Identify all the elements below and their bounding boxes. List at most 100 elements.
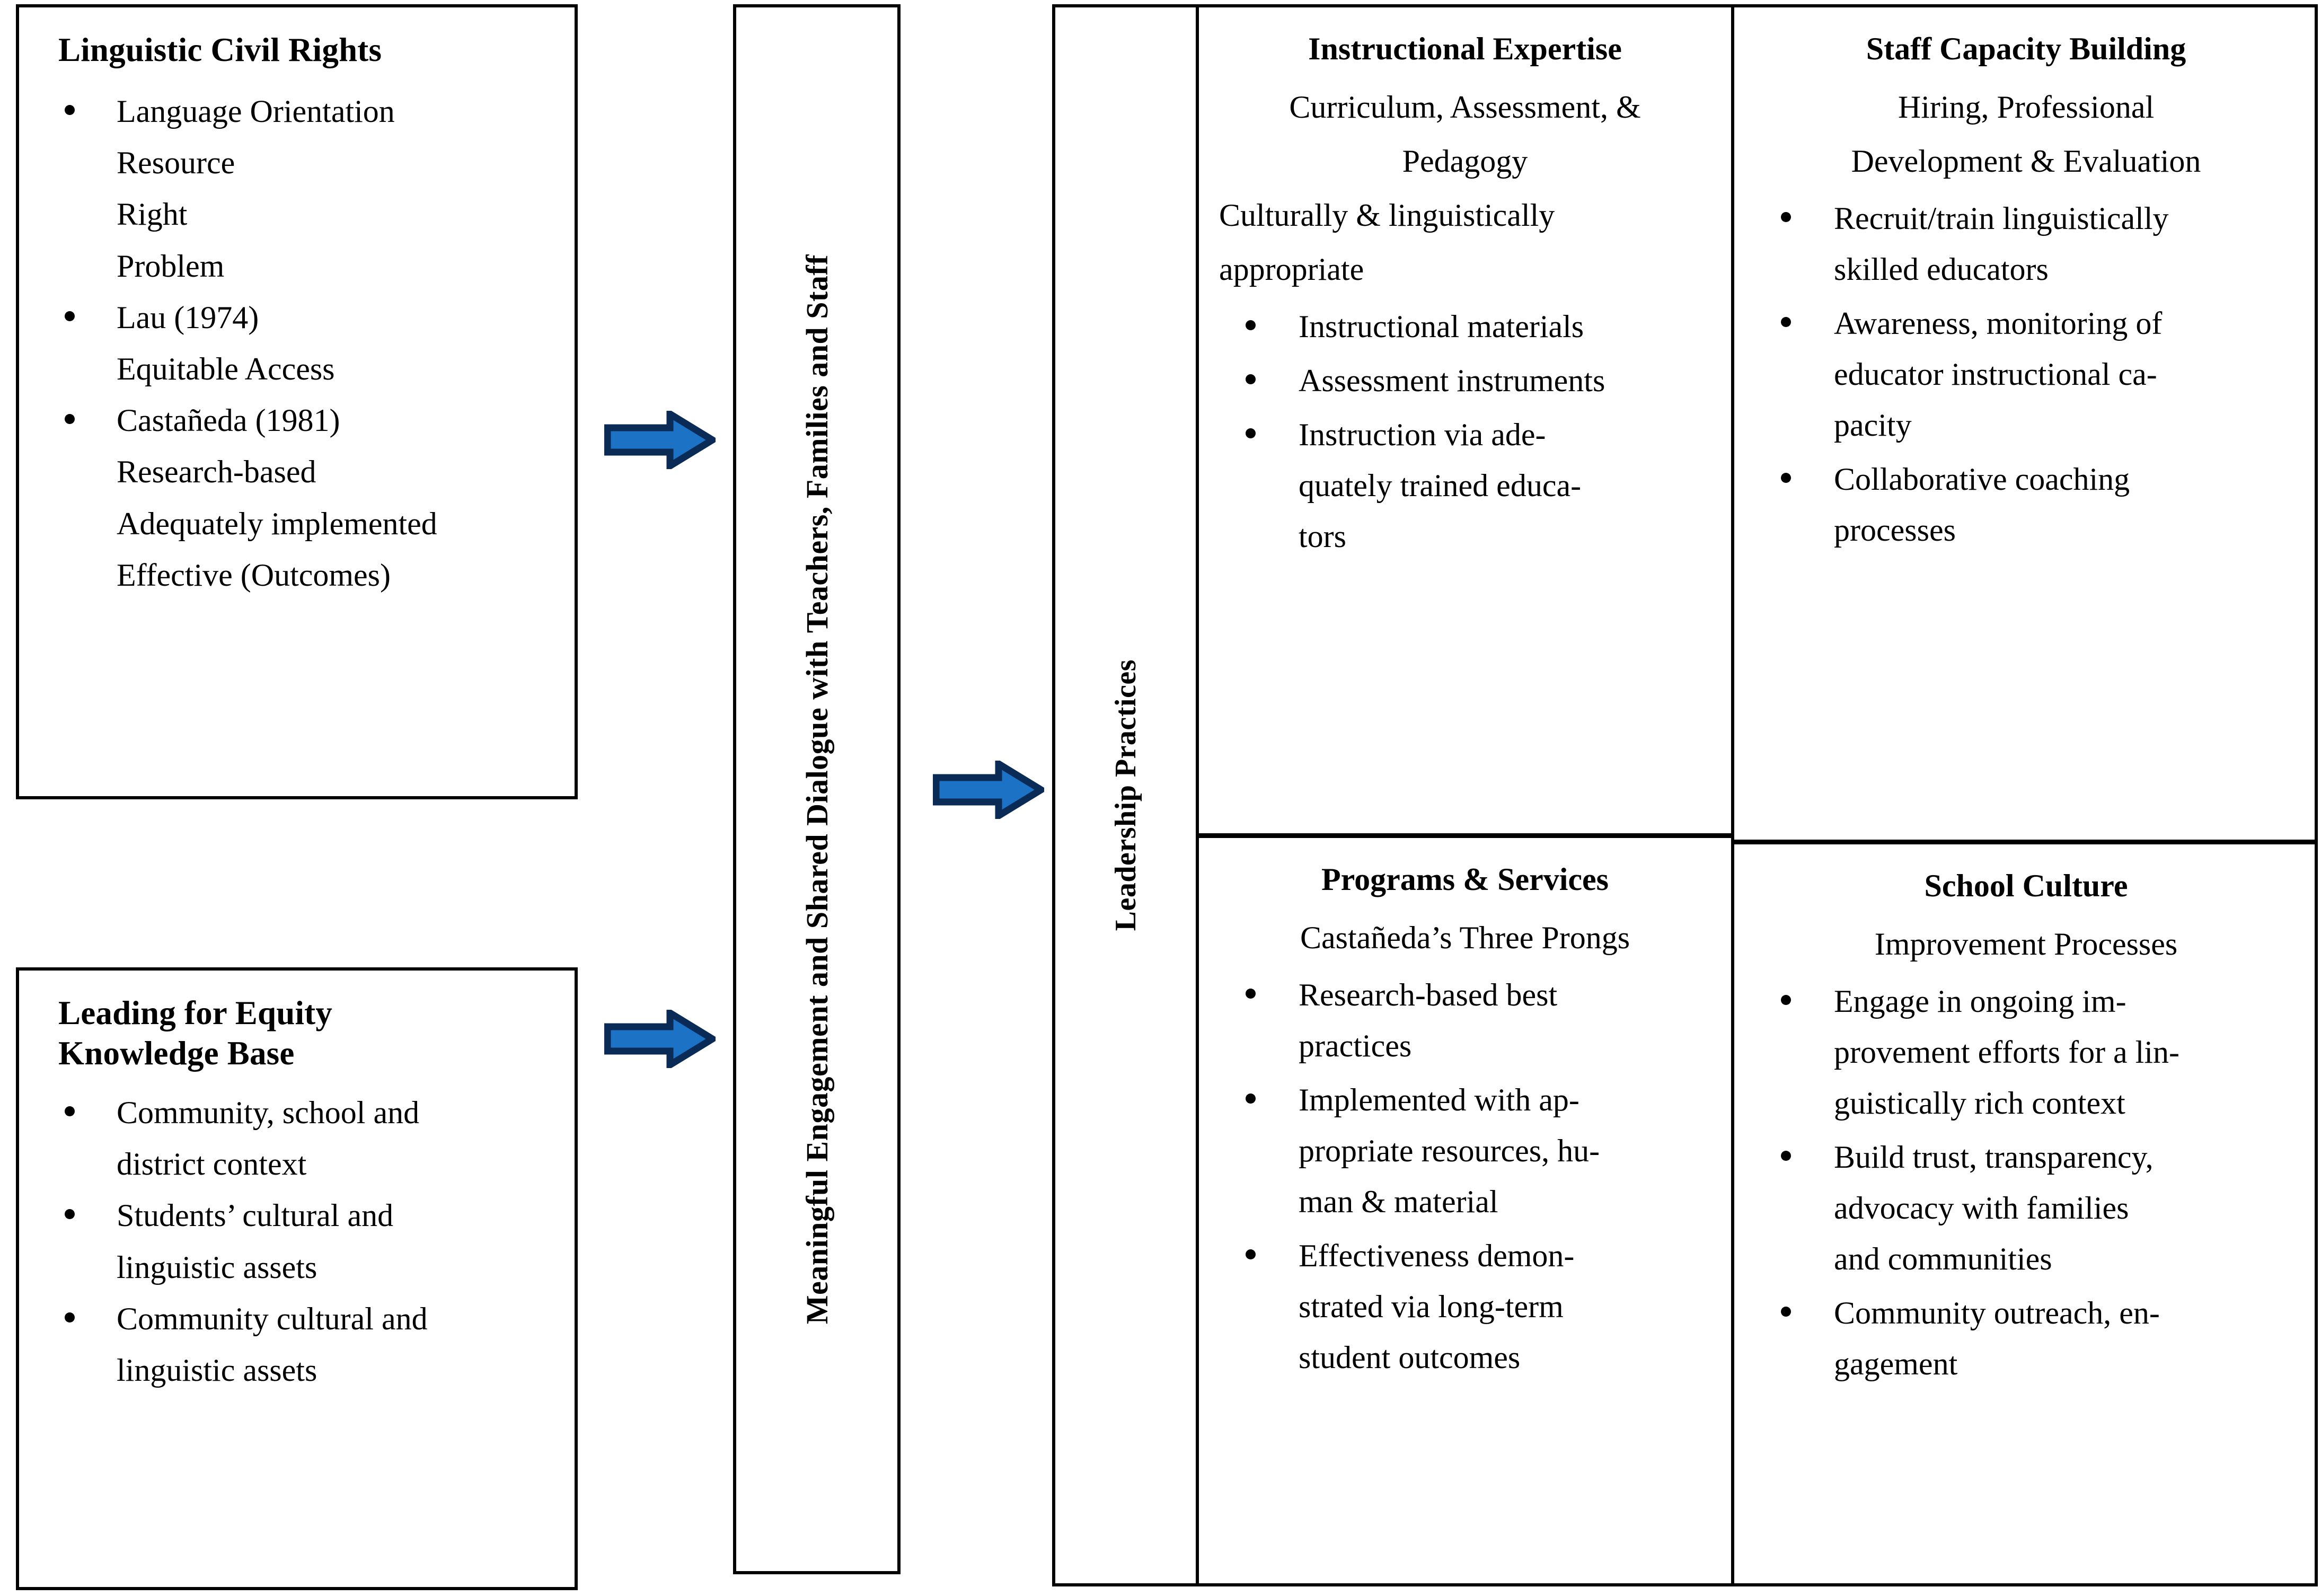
bullet-line: and communities (1834, 1241, 2052, 1276)
bullet-dot-icon (1246, 374, 1256, 384)
linguistic-civil-rights-item: Research-based (117, 454, 316, 490)
bullet-dot-icon (65, 311, 75, 321)
school-culture-subtitle-line: Improvement Processes (1874, 927, 2178, 962)
programs-and-services-bullet-item: Implemented with ap-propriate resources,… (1215, 1074, 1715, 1227)
linguistic-civil-rights-title: Linguistic Civil Rights (58, 31, 382, 68)
instructional-expertise-subtitle-line: Curriculum, Assessment, & (1289, 90, 1641, 125)
programs-and-services-subtitle-line: Castañeda’s Three Prongs (1300, 920, 1630, 955)
list-item-text: Students’ cultural and (117, 1198, 394, 1233)
list-item-text: Language Orientation (117, 94, 395, 129)
meaningful-engagement-label: Meaningful Engagement and Shared Dialogu… (799, 254, 834, 1325)
quadrant-vertical-divider-top (1731, 7, 1734, 840)
staff-capacity-building-bullet-item: Awareness, monitoring of educator instruc… (1750, 298, 2302, 451)
instructional-expertise-body-line: Culturally & linguistically (1219, 198, 1555, 233)
linguistic-civil-rights-item: Adequately implemented (117, 506, 437, 541)
bullet-dot-icon (1781, 1151, 1791, 1161)
bullet-line: provement efforts for a lin- (1834, 1035, 2180, 1070)
leadership-practices-column: Leadership Practices (1055, 7, 1199, 1583)
bullet-dot-icon (65, 1209, 75, 1220)
bullet-line: quately trained educa- (1299, 468, 1582, 503)
staff-capacity-building-subtitle-line: Development & Evaluation (1851, 144, 2201, 179)
bullet-dot-icon (1246, 1249, 1256, 1259)
bullet-line: practices (1299, 1028, 1412, 1063)
programs-and-services-bullet-item: Research-based best practices (1215, 969, 1715, 1071)
bullet-dot-icon (1781, 995, 1791, 1005)
bullet-line: Collaborative coaching (1834, 462, 2130, 497)
instructional-expertise-body-line: appropriate (1219, 252, 1364, 287)
bullet-line: gagement (1834, 1346, 1958, 1381)
bullet-dot-icon (1246, 428, 1256, 438)
bullet-line: student outcomes (1299, 1340, 1521, 1375)
instructional-expertise-title: Instructional Expertise (1308, 31, 1622, 66)
quadrant-vertical-divider-bottom (1731, 840, 1734, 1583)
bullet-line: Assessment instruments (1299, 363, 1605, 398)
bullet-dot-icon (65, 1106, 75, 1117)
quadrant-horizontal-divider-right (1731, 840, 2318, 844)
linguistic-civil-rights-item: Castañeda (1981) (37, 395, 557, 446)
linguistic-civil-rights-item: Equitable Access (117, 351, 335, 386)
leading-for-equity-item: district context (117, 1147, 307, 1182)
bullet-dot-icon (1781, 317, 1791, 327)
bullet-line: Research-based best (1299, 977, 1558, 1012)
programs-and-services-bullet-item: Effectiveness demon-strated via long-ter… (1215, 1230, 1715, 1383)
bullet-line: Build trust, transparency, (1834, 1140, 2154, 1175)
bullet-line: Instructional materials (1299, 309, 1584, 344)
staff-capacity-building-title: Staff Capacity Building (1866, 31, 2186, 66)
bullet-dot-icon (1781, 1307, 1791, 1317)
bullet-dot-icon (65, 414, 75, 425)
bullet-line: Recruit/train linguistically (1834, 201, 2169, 236)
linguistic-civil-rights-item: Effective (Outcomes) (117, 557, 391, 593)
instructional-expertise-subtitle-line: Pedagogy (1402, 144, 1528, 179)
bullet-line: pacity (1834, 408, 1912, 443)
instructional-expertise-bullet-item: Assessment instruments (1215, 355, 1715, 406)
arrow-civil-rights-to-middle (604, 408, 719, 472)
instructional-expertise-bullet-item: Instructional materials (1215, 301, 1715, 352)
leadership-practices-label: Leadership Practices (1109, 659, 1142, 931)
bullet-line: Community outreach, en- (1834, 1295, 2160, 1330)
linguistic-civil-rights-item: Problem (117, 248, 225, 284)
leading-for-equity-box: Leading for Equity Knowledge Base Commun… (16, 967, 578, 1590)
staff-capacity-building-bullet-item: Recruit/train linguistically skilled educ… (1750, 193, 2302, 295)
leading-for-equity-item: linguistic assets (117, 1249, 317, 1285)
arrow-middle-to-leadership (932, 757, 1048, 822)
arrow-equity-to-middle (604, 1007, 719, 1071)
quadrant-horizontal-divider-left (1199, 833, 1734, 838)
bullet-dot-icon (1246, 989, 1256, 999)
bullet-line: guistically rich context (1834, 1086, 2125, 1121)
leading-for-equity-title-line1: Leading for Equity (58, 994, 333, 1031)
leading-for-equity-item: Community cultural and (37, 1293, 557, 1345)
school-culture-bullet-item: Community outreach, en-gagement (1750, 1288, 2302, 1389)
bullet-line: educator instructional ca- (1834, 357, 2157, 392)
bullet-line: Effectiveness demon- (1299, 1238, 1575, 1273)
list-item-text: Lau (1974) (117, 299, 259, 335)
school-culture-bullet-item: Build trust, transparency,advocacy with … (1750, 1132, 2302, 1284)
programs-and-services-title: Programs & Services (1321, 862, 1609, 897)
bullet-dot-icon (65, 105, 75, 116)
bullet-line: Implemented with ap- (1299, 1082, 1579, 1117)
bullet-line: tors (1299, 519, 1346, 554)
bullet-dot-icon (65, 1312, 75, 1322)
bullet-line: Awareness, monitoring of (1834, 306, 2163, 341)
leading-for-equity-item: Students’ cultural and (37, 1190, 557, 1241)
staff-capacity-building-bullet-list: Recruit/train linguistically skilled educ… (1750, 193, 2302, 555)
bullet-line: propriate resources, hu- (1299, 1133, 1600, 1168)
list-item-text: Community cultural and (117, 1301, 428, 1336)
leading-for-equity-item: linguistic assets (117, 1353, 317, 1388)
leading-for-equity-title-line2: Knowledge Base (58, 1035, 295, 1072)
bullet-line: skilled educators (1834, 252, 2049, 287)
school-culture-bullet-item: Engage in ongoing im-provement efforts f… (1750, 976, 2302, 1128)
bullet-line: Instruction via ade- (1299, 417, 1546, 452)
linguistic-civil-rights-item: Lau (1974) (37, 292, 557, 343)
leading-for-equity-item: Community, school and (37, 1087, 557, 1139)
school-culture-bullet-list: Engage in ongoing im-provement efforts f… (1750, 976, 2302, 1389)
linguistic-civil-rights-item: Resource (117, 145, 235, 181)
